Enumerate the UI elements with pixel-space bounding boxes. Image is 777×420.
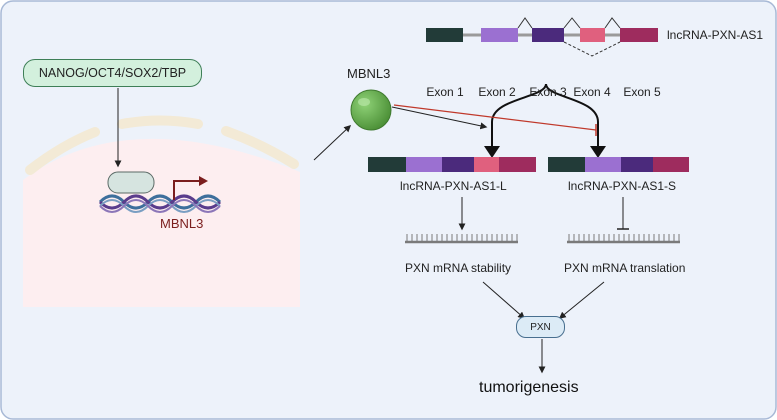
- split-arrowhead-left: [484, 146, 500, 158]
- translation-to-pxn-arrow: [558, 281, 605, 319]
- pre-lncrna-structure: [426, 17, 658, 57]
- isoform-short-exon-2: [585, 157, 621, 172]
- isoform-long-structure: [368, 157, 536, 172]
- dna-helix: [98, 194, 222, 213]
- splice-junction-4-5: [604, 17, 621, 29]
- isoform-short-label: lncRNA-PXN-AS1-S: [568, 179, 677, 193]
- isoform-long-exon-2: [406, 157, 442, 172]
- isoform-long-exon-1: [368, 157, 406, 172]
- transcription-complex: [107, 171, 155, 194]
- membrane-segment-right: [221, 126, 299, 169]
- exon-3-block: [532, 28, 564, 42]
- protein-highlight: [358, 98, 370, 106]
- membrane-segment-left: [25, 127, 100, 175]
- split-arrow-right: [545, 83, 599, 150]
- stability-to-pxn-arrow: [482, 281, 526, 319]
- isoform-long-label: lncRNA-PXN-AS1-L: [400, 179, 507, 193]
- effect-stability-label: PXN mRNA stability: [405, 261, 512, 275]
- membrane-segment-middle: [117, 115, 203, 129]
- isoform-long-exon-4: [474, 157, 499, 172]
- splice-junction-3-4: [563, 17, 581, 29]
- exon-5-label: Exon 5: [623, 85, 661, 99]
- isoform-short-exon-3: [621, 157, 653, 172]
- exon-2-label: Exon 2: [478, 85, 516, 99]
- exon-skip-junction: [563, 41, 621, 57]
- promoter-arrowhead: [199, 176, 208, 186]
- mbnl3-promotes-long-arrow: [391, 106, 488, 130]
- exon-3-label: Exon 3: [529, 85, 567, 99]
- lncrna-label: lncRNA-PXN-AS1: [667, 28, 764, 42]
- splice-junction-2-3: [517, 17, 533, 29]
- isoform-short-exon-1: [548, 157, 585, 172]
- pxn-mrna-right: [567, 234, 680, 244]
- isoform-long-exon-5: [499, 157, 536, 172]
- tumorigenesis-label: tumorigenesis: [479, 379, 579, 396]
- isoform-long-exon-3: [442, 157, 474, 172]
- nucleus-interior: [23, 138, 300, 307]
- effect-translation-label: PXN mRNA translation: [564, 261, 686, 275]
- promoter-arrow: [173, 180, 200, 200]
- split-arrowhead-right: [590, 146, 606, 158]
- nucleus-to-protein-arrow: [313, 125, 352, 161]
- exon-4-label: Exon 4: [573, 85, 611, 99]
- isoform-short-structure: [548, 157, 689, 172]
- protein-mbnl3-label: MBNL3: [347, 66, 391, 81]
- pxn-protein-box: PXN: [516, 316, 565, 338]
- split-arrow-left: [491, 83, 547, 150]
- cell-nucleus: [23, 115, 300, 307]
- exon-4-block: [580, 28, 605, 42]
- isoform-short-exon-5: [653, 157, 689, 172]
- transcription-factors-box: NANOG/OCT4/SOX2/TBP: [23, 59, 202, 87]
- exon-1-block: [426, 28, 463, 42]
- exon-5-block: [620, 28, 658, 42]
- mbnl3-inhibits-short-line: [393, 104, 597, 131]
- pxn-mrna-left: [405, 234, 518, 244]
- mbnl3-protein: [350, 89, 392, 131]
- exon-2-block: [481, 28, 518, 42]
- gene-mbnl3-label: MBNL3: [160, 216, 204, 231]
- exon-1-label: Exon 1: [426, 85, 464, 99]
